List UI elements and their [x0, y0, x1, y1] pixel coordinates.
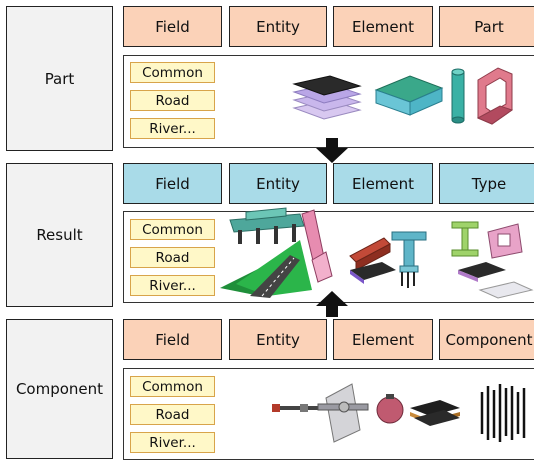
layered-plates-icon — [292, 75, 362, 120]
anchor-plate-icon — [317, 383, 369, 443]
rebar-cage-icon — [480, 384, 526, 442]
tag-road: Road — [130, 90, 215, 111]
type-shapes-icon — [451, 221, 534, 299]
tag-river: River... — [130, 118, 215, 139]
section-label-result: Result — [6, 163, 113, 307]
header-type: Type — [439, 163, 534, 204]
tag-common: Common — [130, 219, 215, 240]
bridge-road-scene-icon — [220, 207, 333, 298]
header-entity: Entity — [229, 6, 327, 47]
cylinder-icon — [451, 68, 465, 124]
header-element: Element — [333, 6, 433, 47]
section-label-part: Part — [6, 6, 113, 151]
header-entity: Entity — [229, 319, 327, 360]
tag-common: Common — [130, 62, 215, 83]
bearing-icon — [410, 400, 460, 426]
section-label-component: Component — [6, 319, 113, 459]
beam-pier-icon — [349, 231, 427, 288]
tag-river: River... — [130, 275, 215, 296]
header-field: Field — [123, 6, 222, 47]
tag-road: Road — [130, 404, 215, 425]
tag-road: Road — [130, 247, 215, 268]
header-field: Field — [123, 163, 222, 204]
header-component: Component — [439, 319, 534, 360]
bracket-icon — [476, 67, 514, 125]
header-entity: Entity — [229, 163, 327, 204]
header-element: Element — [333, 163, 433, 204]
down-arrow-icon — [316, 138, 348, 163]
round-disc-icon — [376, 394, 404, 424]
green-slab-icon — [374, 75, 444, 116]
header-element: Element — [333, 319, 433, 360]
tag-common: Common — [130, 376, 215, 397]
up-arrow-icon — [316, 291, 348, 317]
header-part: Part — [439, 6, 534, 47]
rod-icon — [272, 404, 324, 412]
header-field: Field — [123, 319, 222, 360]
tag-river: River... — [130, 432, 215, 453]
